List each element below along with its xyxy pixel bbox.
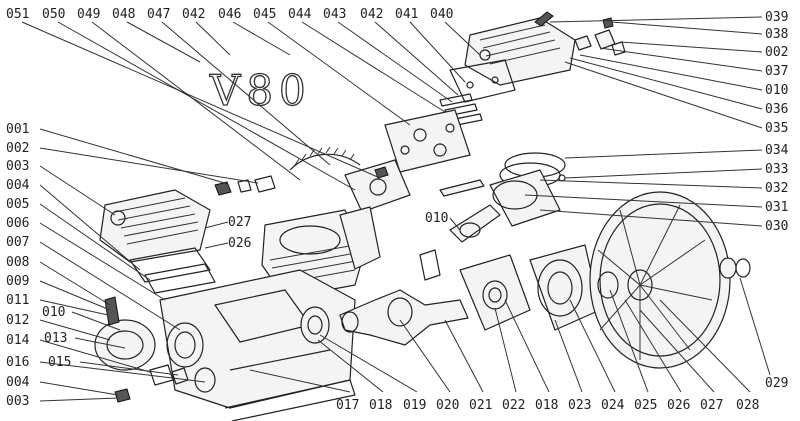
label-004: 004 [6, 178, 30, 193]
label-028: 028 [736, 398, 759, 413]
label-013: 013 [44, 331, 67, 346]
label-011: 011 [6, 293, 29, 308]
label-016: 016 [6, 355, 29, 370]
label-031: 031 [765, 200, 788, 215]
label-023: 023 [568, 398, 591, 413]
label-044: 044 [288, 7, 312, 22]
fittings-left [214, 175, 276, 196]
label-051: 051 [6, 7, 29, 22]
label-024: 024 [601, 398, 625, 413]
label-041: 041 [395, 7, 418, 22]
flywheel-nut [719, 257, 751, 279]
label-015: 015 [48, 355, 71, 370]
label-047: 047 [147, 7, 170, 22]
label-038: 038 [765, 27, 788, 42]
piston-assembly [439, 152, 566, 227]
label-006: 006 [6, 216, 29, 231]
labels-inner: 027 026 010 [228, 211, 448, 251]
label-012: 012 [6, 313, 29, 328]
labels-top: 051 050 049 048 047 042 046 045 044 043 … [6, 7, 453, 22]
label-018: 018 [369, 398, 392, 413]
label-001: 001 [6, 122, 29, 137]
label-026: 026 [667, 398, 690, 413]
label-046: 046 [218, 7, 241, 22]
label-022: 022 [502, 398, 525, 413]
label-010-inner: 010 [425, 211, 448, 226]
label-019: 019 [403, 398, 426, 413]
label-008: 008 [6, 255, 29, 270]
label-029: 029 [765, 376, 788, 391]
label-050: 050 [42, 7, 65, 22]
label-002: 002 [6, 141, 29, 156]
label-049: 049 [77, 7, 100, 22]
label-048: 048 [112, 7, 135, 22]
label-037: 037 [765, 64, 788, 79]
bearing-right-flange [459, 254, 531, 331]
crankshaft [339, 289, 469, 346]
label-040: 040 [430, 7, 453, 22]
label-030: 030 [765, 219, 788, 234]
label-042: 042 [182, 7, 205, 22]
connecting-rod [419, 204, 501, 281]
fittings-right-top [574, 17, 626, 56]
manifold-flange [344, 159, 411, 213]
bearing-housing [529, 244, 601, 331]
valve-plate-right [449, 59, 516, 103]
labels-left: 001 002 003 004 005 006 007 008 009 011 … [6, 122, 71, 409]
labels-right: 039 038 002 037 010 036 035 034 033 032 … [765, 10, 789, 234]
cylinder-head-right [464, 11, 576, 86]
label-005: 005 [6, 197, 29, 212]
label-017: 017 [336, 398, 359, 413]
flexible-hose [289, 146, 361, 171]
model-title: V80 [209, 66, 312, 115]
label-033: 033 [765, 162, 788, 177]
label-018b: 018 [535, 398, 558, 413]
flywheel [589, 191, 731, 369]
label-042b: 042 [360, 7, 383, 22]
leader-lines [21, 16, 771, 402]
label-036: 036 [765, 102, 788, 117]
label-014: 014 [6, 333, 30, 348]
label-002r: 002 [765, 45, 788, 60]
label-026-inner: 026 [228, 236, 251, 251]
label-034: 034 [765, 143, 789, 158]
label-027: 027 [700, 398, 723, 413]
label-003: 003 [6, 159, 29, 174]
label-003b: 003 [6, 394, 29, 409]
crankcase [159, 269, 356, 421]
bearing-left [300, 306, 330, 344]
side-cover [94, 319, 156, 371]
label-009: 009 [6, 274, 29, 289]
label-032: 032 [765, 181, 788, 196]
label-027-inner: 027 [228, 215, 251, 230]
label-021: 021 [469, 398, 492, 413]
label-025: 025 [634, 398, 657, 413]
labels-bottom: 017 018 019 020 021 022 018 023 024 025 … [336, 376, 788, 413]
label-007: 007 [6, 235, 29, 250]
label-020: 020 [436, 398, 459, 413]
label-045: 045 [253, 7, 276, 22]
label-004b: 004 [6, 375, 30, 390]
label-043: 043 [323, 7, 346, 22]
label-035: 035 [765, 121, 788, 136]
cylinder-head-left [99, 189, 211, 263]
label-010r: 010 [765, 83, 788, 98]
label-010l: 010 [42, 305, 65, 320]
valve-plate-left [129, 247, 216, 294]
label-039: 039 [765, 10, 788, 25]
valve-plate-center [384, 109, 471, 173]
